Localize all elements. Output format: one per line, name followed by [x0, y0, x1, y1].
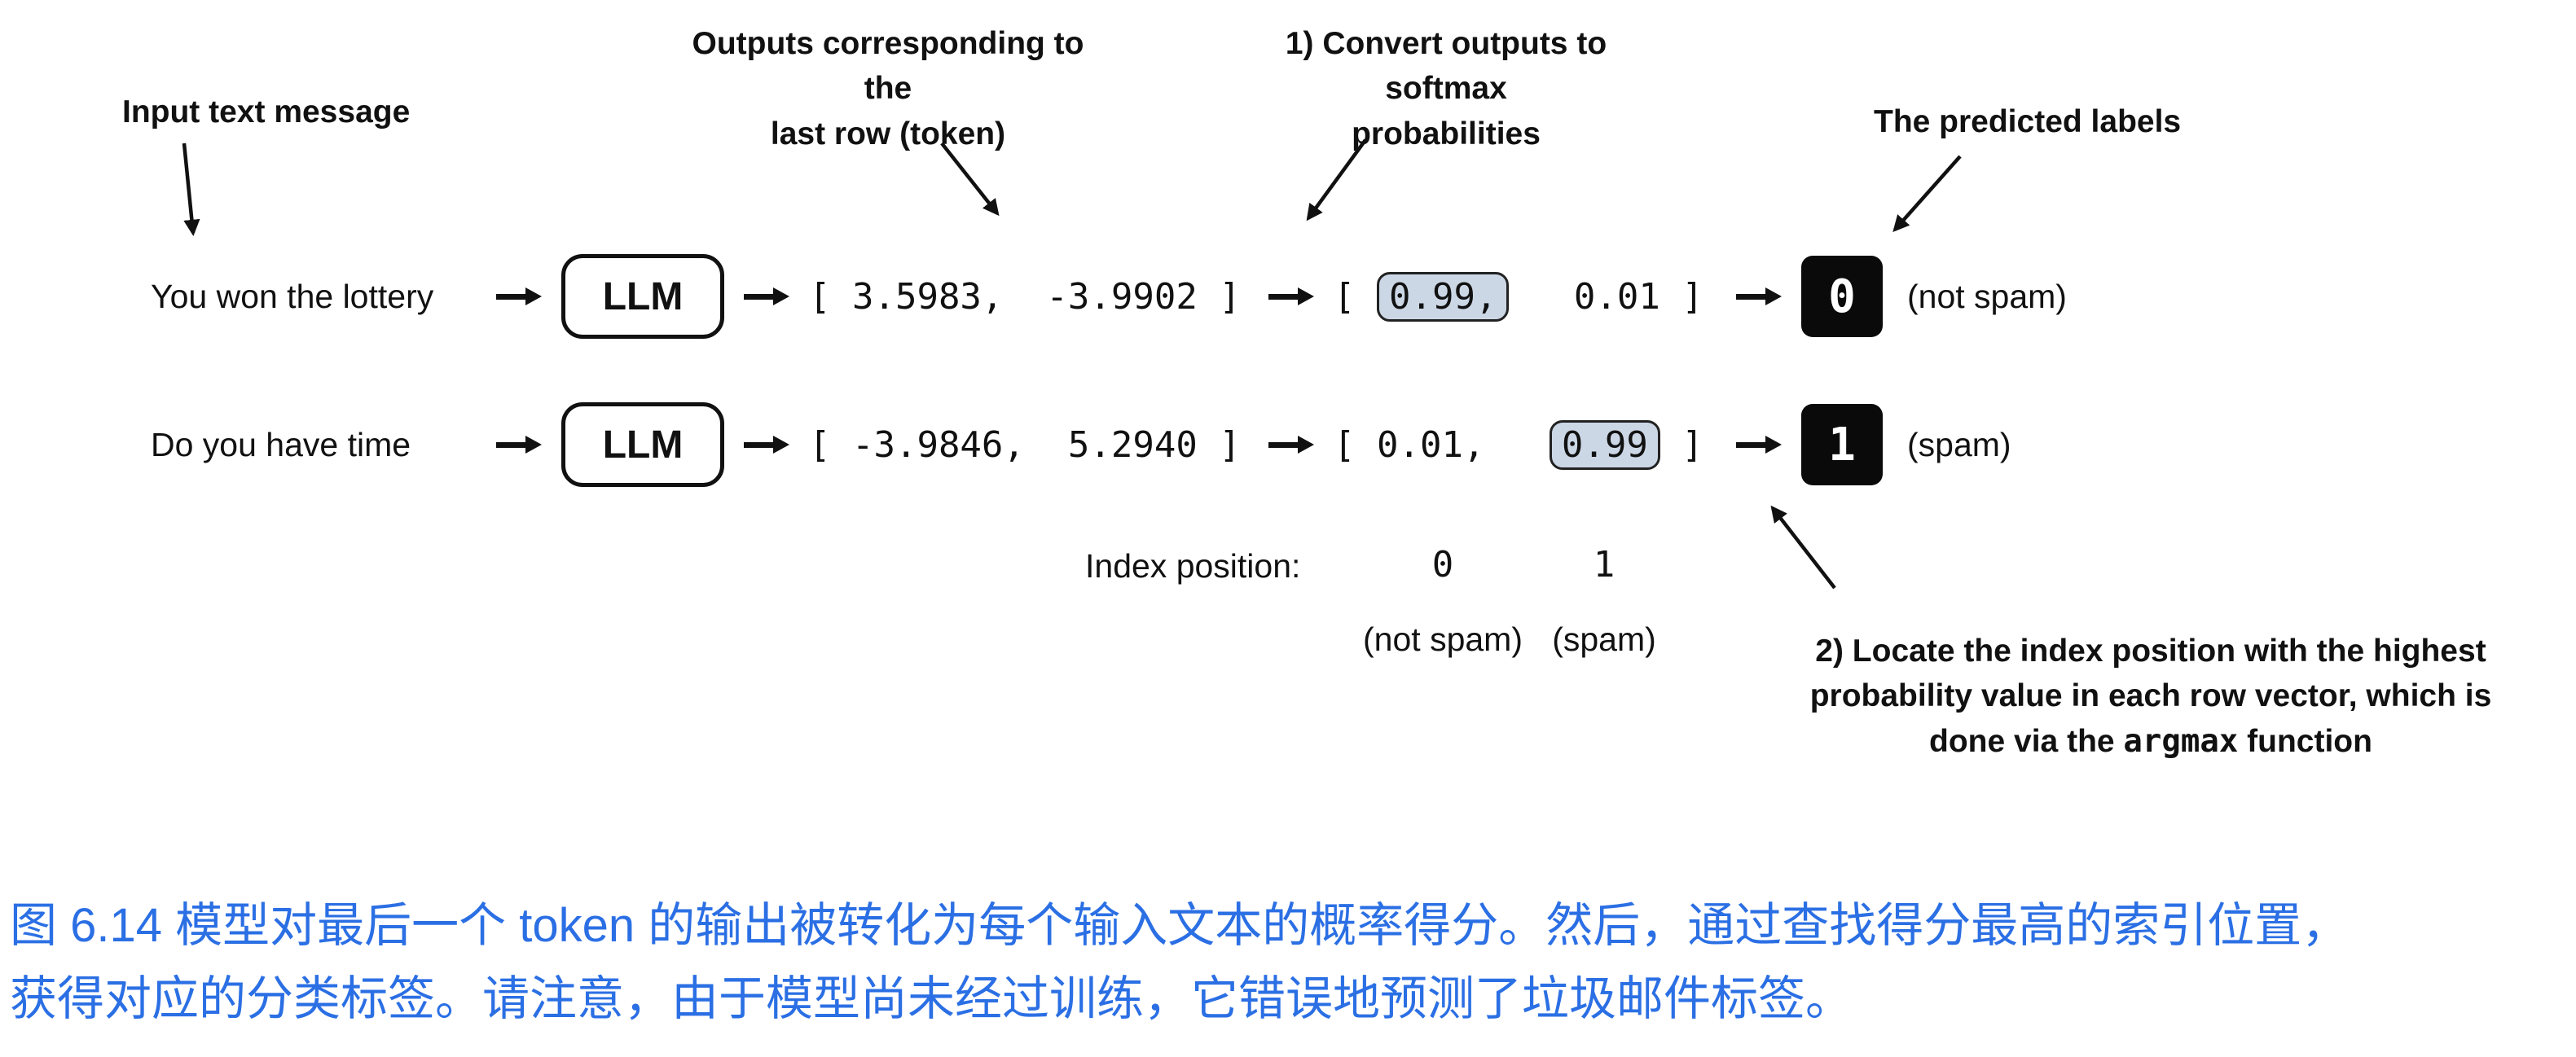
figure-caption-line1: 图 6.14 模型对最后一个 token 的输出被转化为每个输入文本的概率得分。…	[10, 899, 2350, 952]
softmax-annotation-line1: 1) Convert outputs to softmax	[1285, 26, 1607, 107]
flow-row-1: You won the lottery LLM [ 3.5983, -3.990…	[151, 251, 2067, 342]
predicted-annotation-arrow-icon	[1892, 155, 1962, 233]
input-message: Do you have time	[151, 425, 411, 463]
probs-highlight: 0.99,	[1376, 271, 1510, 322]
predicted-labels-annotation: The predicted labels	[1874, 104, 2182, 139]
flow-arrow-icon	[744, 432, 789, 457]
logits-vector: [ -3.9846, 5.2940 ]	[809, 423, 1241, 466]
argmax-annotation-arrow-icon	[1770, 505, 1836, 590]
argmax-annotation: 2) Locate the index position with the hi…	[1792, 629, 2509, 764]
llm-box: LLM	[561, 254, 724, 339]
input-text-annotation: Input text message	[122, 94, 411, 129]
input-annotation-arrow-icon	[182, 143, 200, 237]
softmax-annotation: 1) Convert outputs to softmax probabilit…	[1230, 21, 1662, 156]
index-0: 0	[1431, 544, 1454, 586]
predicted-label-note: (not spam)	[1907, 277, 2067, 315]
softmax-annotation-line2: probabilities	[1352, 116, 1541, 151]
argmax-function-name: argmax	[2123, 722, 2239, 760]
outputs-annotation-line2: last row (token)	[770, 116, 1006, 151]
flow-arrow-icon	[744, 284, 789, 309]
input-message: You won the lottery	[151, 277, 434, 315]
argmax-annotation-line1: 2) Locate the index position with the hi…	[1815, 634, 2486, 669]
probability-vector: [ 0.01, 0.99 ]	[1334, 419, 1717, 470]
llm-box: LLM	[561, 402, 724, 487]
logits-vector: [ 3.5983, -3.9902 ]	[809, 275, 1241, 318]
flow-row-2: Do you have time LLM [ -3.9846, 5.2940 ]…	[151, 399, 2011, 490]
flow-arrow-icon	[1736, 284, 1782, 309]
argmax-annotation-line2: probability value in each row vector, wh…	[1809, 678, 2492, 714]
probability-vector: [ 0.99, 0.01 ]	[1334, 271, 1717, 322]
probs-suffix: ]	[1659, 423, 1703, 466]
index-1-note: (spam)	[1552, 621, 1656, 658]
predicted-label-box: 0	[1801, 256, 1883, 337]
index-1: 1	[1593, 544, 1615, 586]
outputs-annotation-line1: Outputs corresponding to the	[692, 26, 1084, 107]
flow-arrow-icon	[1268, 432, 1314, 457]
outputs-annotation: Outputs corresponding to the last row (t…	[668, 21, 1108, 156]
index-position-label: Index position:	[1085, 547, 1301, 585]
argmax-annotation-line3: done via the argmax function	[1792, 719, 2509, 764]
argmax-line3-pre: done via the	[1929, 723, 2124, 759]
probs-highlight: 0.99	[1549, 419, 1660, 470]
index-0-note: (not spam)	[1363, 621, 1523, 658]
flow-arrow-icon	[496, 432, 542, 457]
probs-prefix: [ 0.01,	[1334, 423, 1550, 466]
predicted-label-note: (spam)	[1907, 425, 2011, 463]
argmax-line3-post: function	[2238, 723, 2372, 759]
probs-suffix: 0.01 ]	[1509, 275, 1703, 318]
flow-arrow-icon	[1268, 284, 1314, 309]
flow-arrow-icon	[1736, 432, 1782, 457]
figure-caption-line2: 获得对应的分类标签。请注意，由于模型尚未经过训练，它错误地预测了垃圾邮件标签。	[10, 972, 1853, 1025]
probs-prefix: [	[1334, 275, 1377, 318]
flow-arrow-icon	[496, 284, 542, 309]
predicted-label-box: 1	[1801, 404, 1883, 485]
